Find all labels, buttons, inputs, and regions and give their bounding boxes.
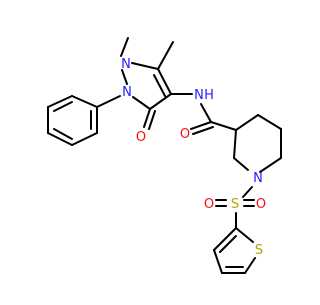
bond-ph-inner-1	[53, 101, 73, 112]
structure-canvas: N N O N H O N S O O S	[47, 37, 282, 274]
bond-c3-o-a	[143, 108, 151, 128]
atom-h-amide: H	[204, 88, 214, 103]
atom-o-pyrazolone: O	[136, 130, 146, 145]
atom-n-piperidine: N	[253, 171, 263, 186]
bond-th-inner-1	[219, 235, 237, 253]
bonds	[47, 37, 282, 274]
atom-labels: N N O N H O N S O O S	[121, 57, 266, 258]
bond-pip-4	[259, 157, 282, 173]
atom-o-sulfonyl-left: O	[204, 197, 214, 212]
bond-pip-5	[233, 129, 237, 159]
bond-n1-c5	[131, 62, 159, 70]
bond-ph-4	[47, 132, 73, 146]
bond-amide-o-b	[192, 126, 214, 135]
atom-o-amide: O	[180, 127, 190, 142]
bond-ph-inner-2	[53, 128, 73, 140]
molecule-structure: N N O N H O N S O O S	[47, 37, 282, 274]
bond-c5-c4-double	[153, 74, 166, 97]
bond-c5-methyl	[157, 41, 174, 70]
bond-n-s	[242, 186, 253, 198]
bond-th-c2-s	[235, 227, 254, 243]
bond-pip-2	[257, 114, 282, 130]
bond-ph-5	[71, 132, 98, 146]
bond-c3-o-b	[148, 110, 156, 130]
bond-th-s-c5	[244, 257, 256, 274]
bond-c5-c4	[157, 68, 172, 95]
atom-s-sulfonyl: S	[231, 197, 239, 212]
atom-n-phenyl-pyrazole: N	[122, 85, 132, 100]
atom-s-thiophene: S	[255, 243, 263, 258]
bond-n2-phenyl	[96, 95, 121, 108]
bond-carbonyl-pip	[210, 121, 237, 131]
bond-ph-2	[47, 95, 73, 108]
bond-n-methyl	[120, 37, 129, 57]
atom-n-amide: N	[194, 88, 204, 103]
bond-n1-n2	[121, 69, 128, 85]
bond-c3-n2	[132, 96, 151, 110]
bond-th-c3-c2	[213, 227, 237, 251]
atom-n-methyl-pyrazole: N	[121, 57, 131, 72]
bond-ph-1	[71, 95, 98, 108]
atom-o-sulfonyl-right: O	[256, 197, 266, 212]
bond-pip-1	[235, 114, 259, 131]
bond-th-c4-c3	[213, 249, 223, 274]
bond-c4-c3	[149, 93, 172, 110]
bond-nh-carbonyl	[200, 103, 212, 123]
bond-pip-6	[233, 157, 249, 171]
bond-amide-o-a	[190, 121, 212, 130]
